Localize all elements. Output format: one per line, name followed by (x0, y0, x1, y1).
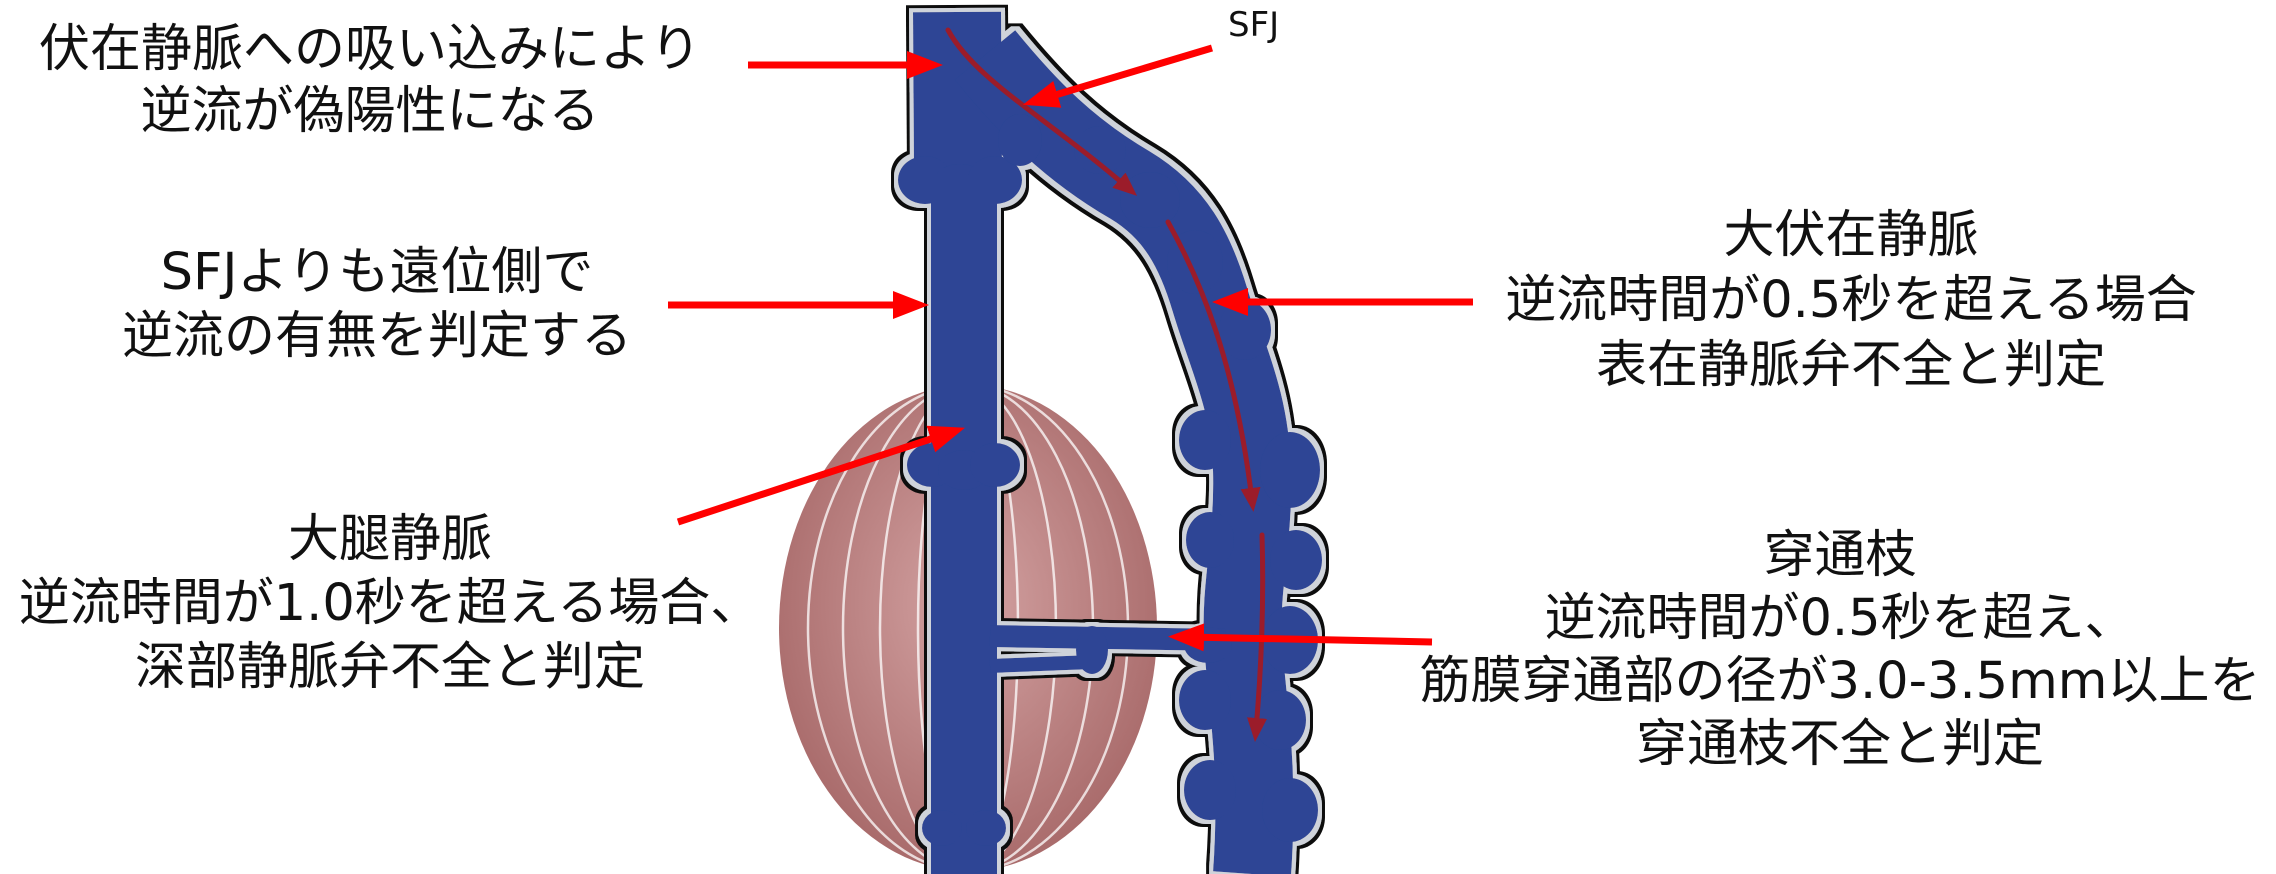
saphenous-bulge (1254, 690, 1306, 750)
label-line: 筋膜穿通部の径が3.0-3.5mm以上を (1410, 650, 2270, 713)
saphenous-bulge (1179, 410, 1231, 470)
femoral-valve-lower (966, 810, 1006, 846)
perforator-lower-tube (990, 662, 1092, 666)
saphenous-bulge (1184, 760, 1236, 820)
femoral-valve-lower (922, 810, 962, 846)
saphenous-bulge (1186, 512, 1234, 568)
label-line: 深部静脈弁不全と判定 (0, 636, 780, 700)
label-line: SFJ (1228, 2, 1308, 48)
saphenous-bulge (1179, 670, 1231, 730)
saphenous-valve (998, 114, 1042, 166)
label-line: 逆流の有無を判定する (7, 305, 747, 369)
label-false-positive-reflux: 伏在静脈への吸い込みにより 逆流が偽陽性になる (0, 19, 740, 143)
label-great-saphenous-vein: 大伏在静脈 逆流時間が0.5秒を超える場合 表在静脈弁不全と判定 (1451, 203, 2251, 398)
label-line: 逆流時間が0.5秒を超え、 (1410, 587, 2270, 650)
femoral-valve-middle (970, 443, 1020, 487)
label-perforator-vein: 穿通枝 逆流時間が0.5秒を超え、 筋膜穿通部の径が3.0-3.5mm以上を 穿… (1410, 524, 2270, 776)
label-title: 穿通枝 (1410, 524, 2270, 587)
saphenous-bulge (1219, 300, 1271, 360)
saphenous-bulge (1260, 432, 1320, 508)
label-line: 穿通枝不全と判定 (1410, 713, 2270, 776)
label-line: SFJよりも遠位側で (7, 241, 747, 305)
arrow-perforator (1188, 637, 1432, 642)
label-line: 表在静脈弁不全と判定 (1451, 333, 2251, 398)
perforator-junction (1184, 627, 1232, 663)
saphenous-bulge (1120, 172, 1180, 228)
perforator-valve (1076, 626, 1108, 674)
label-title: 大腿静脈 (0, 508, 780, 572)
label-title: 大伏在静脈 (1451, 203, 2251, 268)
label-line: 逆流が偽陽性になる (0, 81, 740, 143)
femoral-vein-upper-trunk (957, 12, 958, 168)
saphenous-bulge (1270, 530, 1322, 590)
arrow-sfj (1042, 48, 1212, 99)
label-line: 逆流時間が1.0秒を超える場合、 (0, 572, 780, 636)
saphenous-bulge (1262, 778, 1318, 842)
label-line: 逆流時間が0.5秒を超える場合 (1451, 268, 2251, 333)
label-distal-assessment: SFJよりも遠位側で 逆流の有無を判定する (7, 241, 747, 369)
label-femoral-vein: 大腿静脈 逆流時間が1.0秒を超える場合、 深部静脈弁不全と判定 (0, 508, 780, 700)
label-line: 伏在静脈への吸い込みにより (0, 19, 740, 81)
label-sfj: SFJ (1228, 2, 1308, 48)
